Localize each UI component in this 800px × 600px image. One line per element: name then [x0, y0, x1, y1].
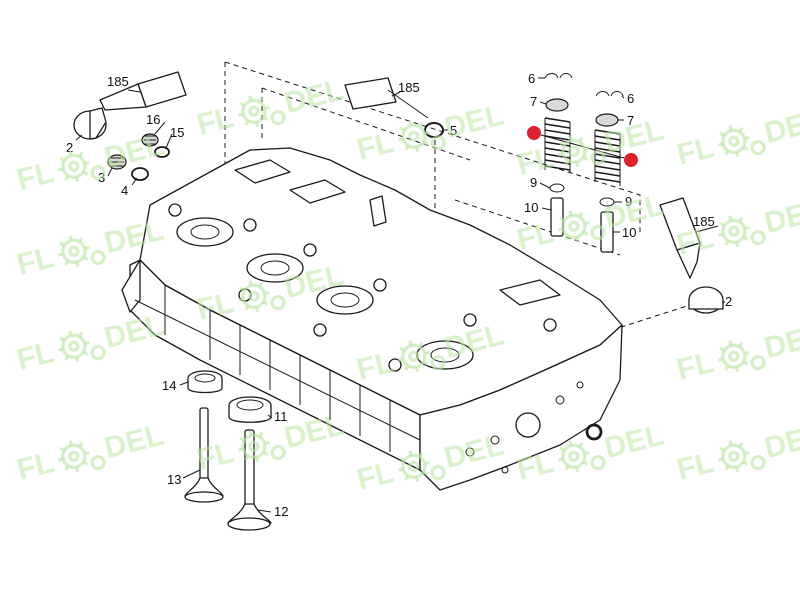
watermark-text-left: FL	[14, 156, 58, 197]
watermark-text-right: DEL	[601, 188, 667, 235]
watermark-logo: FL DEL	[194, 73, 348, 142]
watermark-gear-icon	[717, 340, 766, 373]
watermark-text-right: DEL	[101, 418, 167, 465]
callout-12: 12	[274, 504, 288, 519]
callout-6-a: 6	[528, 71, 535, 86]
callout-10-b: 10	[622, 225, 636, 240]
valve-12	[227, 429, 272, 531]
watermark-gear-icon	[57, 330, 106, 363]
sealant-tube-right	[659, 197, 701, 279]
callout-11: 11	[274, 409, 288, 424]
callout-185-left: 185	[107, 74, 129, 89]
watermark-text-right: DEL	[101, 308, 167, 355]
watermark-text-right: DEL	[101, 128, 167, 175]
watermark-text-left: FL	[514, 141, 558, 182]
watermark-text-right: DEL	[761, 418, 800, 465]
watermark-gear-icon	[397, 120, 446, 153]
watermark-text-left: FL	[354, 456, 398, 497]
watermark-gear-icon	[57, 150, 106, 183]
watermark-text-right: DEL	[761, 103, 800, 150]
callout-7-b: 7	[627, 113, 634, 128]
watermark-gear-icon	[557, 135, 606, 168]
callout-labels: 185 2 16 15 3 4 185 5 185 2 6 7 9 10 6 7…	[66, 71, 732, 519]
sealant-tube-left	[99, 71, 187, 111]
valve-seat-14	[187, 370, 223, 394]
watermark-logo: FL DEL	[674, 318, 800, 387]
watermark-logo: FL DEL	[514, 188, 668, 257]
valve-train-stack-b	[594, 91, 624, 253]
callout-185-mid: 185	[398, 80, 420, 95]
watermark-text-right: DEL	[761, 318, 800, 365]
watermark-gear-icon	[717, 440, 766, 473]
watermark-text-left: FL	[674, 346, 718, 387]
watermark-text-left: FL	[14, 336, 58, 377]
watermark-logo: FL DEL	[14, 418, 168, 487]
watermark-text-left: FL	[674, 131, 718, 172]
sealant-tube-middle	[344, 77, 429, 119]
washer-15	[154, 146, 170, 158]
watermark-logo: FL DEL	[674, 103, 800, 172]
watermark-logo: FL DEL	[354, 98, 508, 167]
callout-9-b: 9	[625, 194, 632, 209]
callout-15: 15	[170, 125, 184, 140]
o-ring	[585, 423, 603, 441]
watermark-text-right: DEL	[441, 98, 507, 145]
valve-train-stack-a	[544, 73, 573, 237]
callout-13: 13	[167, 472, 181, 487]
spring-marker-right	[624, 153, 638, 167]
callout-5: 5	[450, 123, 457, 138]
cap-right	[688, 286, 724, 314]
callout-16: 16	[146, 112, 160, 127]
watermark-gear-icon	[397, 450, 446, 483]
plug-16	[141, 133, 159, 147]
callout-4: 4	[121, 183, 128, 198]
spring-marker-left	[527, 126, 541, 140]
washer-4	[131, 167, 149, 181]
watermark-text-right: DEL	[761, 193, 800, 240]
callout-14: 14	[162, 378, 176, 393]
watermark-text-left: FL	[194, 101, 238, 142]
watermark-gear-icon	[57, 440, 106, 473]
watermark-logo: FL DEL	[674, 418, 800, 487]
watermark-gear-icon	[397, 340, 446, 373]
watermark-text-left: FL	[354, 126, 398, 167]
watermark-text-left: FL	[514, 216, 558, 257]
plug-3	[107, 154, 127, 170]
callout-6-b: 6	[627, 91, 634, 106]
valve-13	[184, 407, 224, 503]
valve-seat-11	[228, 396, 272, 423]
watermark-gear-icon	[237, 280, 286, 313]
cap-left	[73, 107, 107, 140]
watermark-text-right: DEL	[281, 73, 347, 120]
watermark-gear-icon	[237, 95, 286, 128]
ring-5	[424, 122, 444, 138]
watermark-text-left: FL	[674, 446, 718, 487]
cylinder-head-body	[121, 147, 623, 491]
watermark-gear-icon	[557, 440, 606, 473]
watermark-text-left: FL	[14, 241, 58, 282]
callout-leaders	[75, 77, 725, 513]
watermark-text-right: DEL	[281, 408, 347, 455]
callout-10-a: 10	[524, 200, 538, 215]
watermark-gear-icon	[557, 210, 606, 243]
watermark-gear-icon	[717, 125, 766, 158]
watermark-text-left: FL	[14, 446, 58, 487]
callout-9-a: 9	[530, 175, 537, 190]
callout-185-right: 185	[693, 214, 715, 229]
callout-7-a: 7	[530, 94, 537, 109]
watermark-gear-icon	[717, 215, 766, 248]
callout-2-right: 2	[725, 294, 732, 309]
callout-2-left: 2	[66, 140, 73, 155]
watermark-gear-icon	[57, 235, 106, 268]
watermark-text-right: DEL	[601, 418, 667, 465]
watermark-logo: FL DEL	[14, 308, 168, 377]
watermark-gear-icon	[237, 430, 286, 463]
